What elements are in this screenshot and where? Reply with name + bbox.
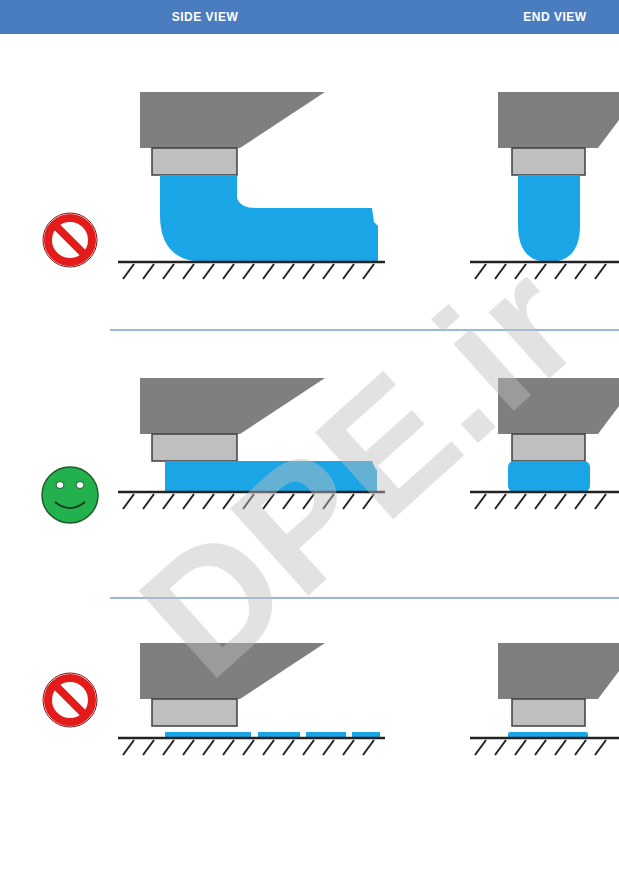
watermark: DPE.ir (104, 225, 617, 714)
header-bar (0, 0, 619, 34)
row-too-far (43, 92, 619, 267)
row-too-close (43, 643, 619, 738)
column-heading: END VIEW (523, 10, 586, 24)
column-heading: SIDE VIEW (172, 10, 239, 24)
